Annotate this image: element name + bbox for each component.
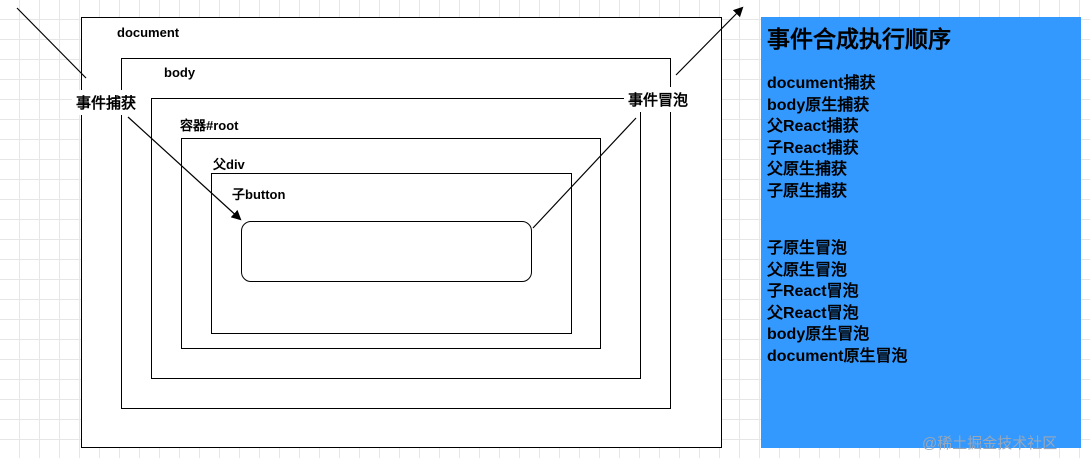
capture-step: 父React捕获	[767, 118, 859, 135]
panel-title: 事件合成执行顺序	[767, 26, 951, 52]
document-label: document	[117, 25, 180, 40]
child-button-label: 子button	[232, 187, 286, 202]
bubble-step: 子React冒泡	[767, 283, 859, 300]
event-target-box	[241, 221, 532, 282]
watermark: @稀土掘金技术社区	[922, 435, 1058, 452]
capture-step: 子原生捕获	[767, 182, 848, 200]
parent-div-label: 父div	[213, 157, 245, 172]
capture-phase-tag: 事件捕获	[72, 90, 141, 115]
bubble-step: 父原生冒泡	[767, 261, 848, 279]
capture-arrow-in	[16, 7, 87, 79]
capture-steps-list: document捕获 body原生捕获 父React捕获 子React捕获 父原…	[767, 73, 1075, 202]
bubble-step: 子原生冒泡	[767, 240, 848, 257]
bubble-step: 父React冒泡	[767, 304, 859, 322]
capture-step: document捕获	[767, 75, 876, 92]
bubble-step: body原生冒泡	[767, 326, 870, 343]
bubble-phase-tag: 事件冒泡	[624, 87, 693, 112]
execution-order-panel: 事件合成执行顺序 document捕获 body原生捕获 父React捕获 子R…	[761, 17, 1081, 448]
bubble-steps-list: 子原生冒泡 父原生冒泡 子React冒泡 父React冒泡 body原生冒泡 d…	[767, 238, 1075, 367]
body-label: body	[164, 65, 196, 80]
bubble-step: document原生冒泡	[767, 347, 908, 365]
capture-step: 子React捕获	[767, 139, 859, 157]
root-container-label: 容器#root	[180, 118, 239, 133]
capture-step: body原生捕获	[767, 96, 870, 114]
capture-step: 父原生捕获	[767, 161, 848, 178]
